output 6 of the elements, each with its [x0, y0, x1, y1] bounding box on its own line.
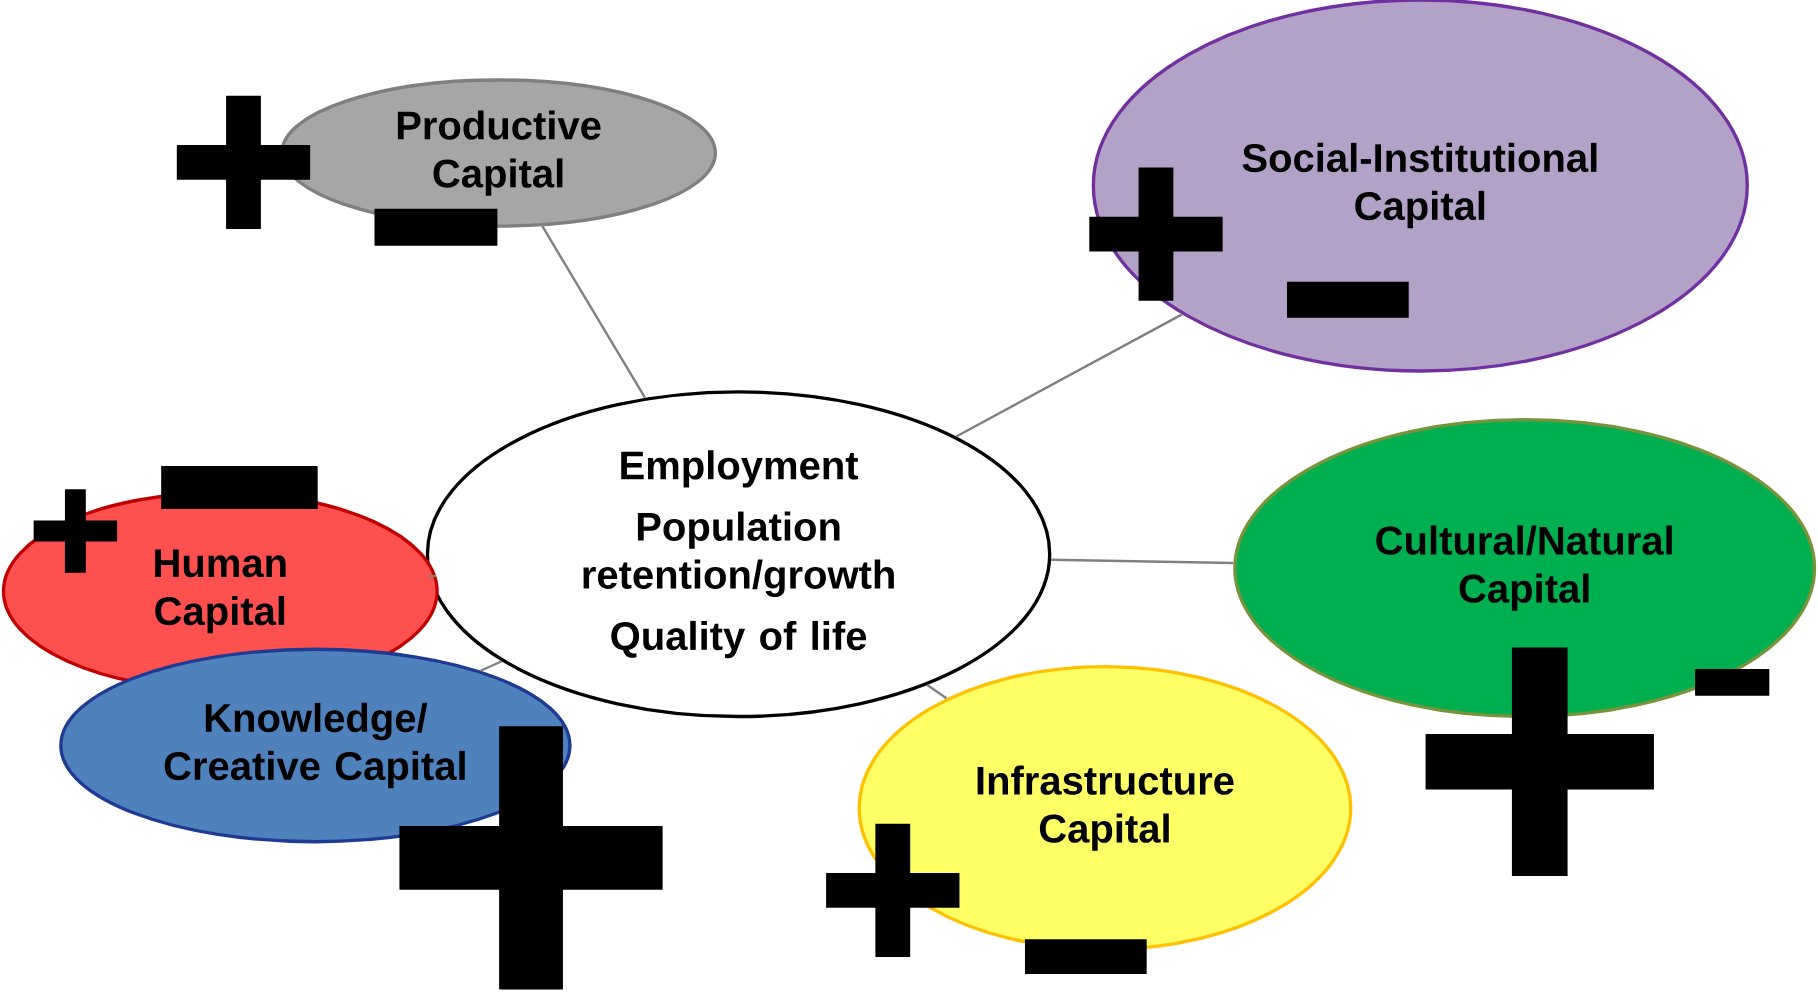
connector-line — [480, 660, 503, 672]
connector-line — [955, 313, 1183, 438]
connector-line — [1051, 558, 1234, 565]
connector-line — [541, 225, 646, 399]
connector-line — [428, 574, 437, 578]
connector-line — [926, 684, 948, 700]
